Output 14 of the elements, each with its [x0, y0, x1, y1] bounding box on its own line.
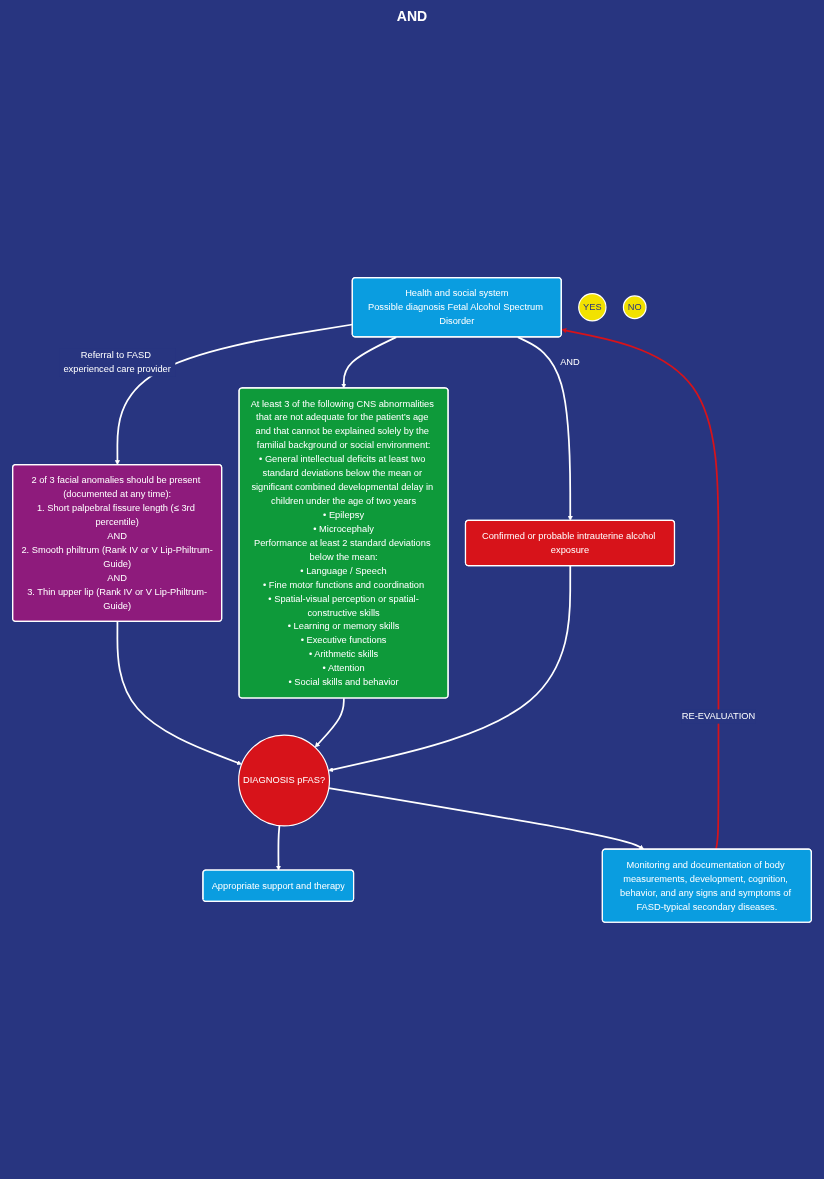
node-circle: NO — [622, 294, 647, 319]
arrow — [561, 327, 720, 850]
arrow — [516, 335, 573, 521]
arrow — [328, 564, 572, 772]
arrow — [341, 335, 398, 388]
connector-text: AND — [396, 8, 428, 24]
arrow — [116, 620, 242, 765]
node-circle: DIAGNOSIS pFAS? — [238, 734, 331, 827]
arrow — [314, 696, 345, 748]
node-circle: YES — [578, 292, 607, 321]
edge-label: AND — [560, 356, 580, 367]
edge-label: Referral to FASD experienced care provider — [63, 349, 171, 374]
arrow — [275, 824, 282, 871]
edge-label: RE-EVALUATION — [681, 710, 756, 721]
